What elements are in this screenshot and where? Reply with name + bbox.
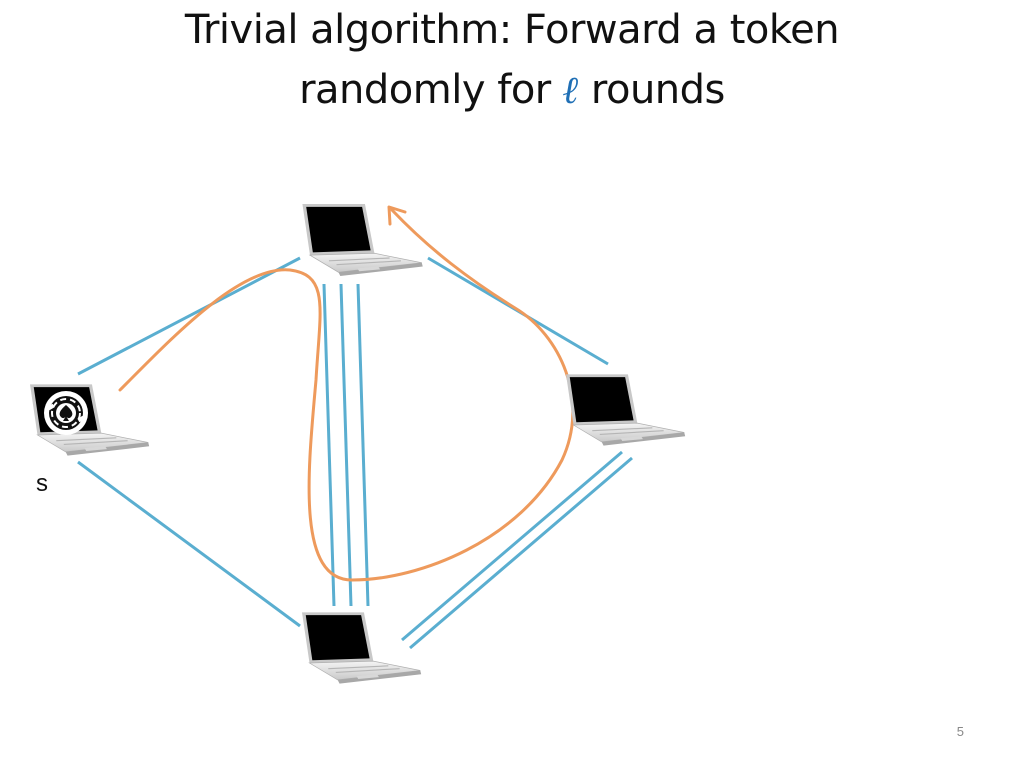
page-number: 5 [956,724,964,739]
title-line-2-post: rounds [578,67,725,113]
edge-left-bottom [77,460,301,628]
source-label: s [36,470,48,497]
network-edges [77,256,633,650]
slide-title: Trivial algorithm: Forward a token rando… [0,0,1024,120]
edge-top-bottom-2 [339,283,353,607]
token-path [118,208,575,582]
edge-left-top [77,256,301,376]
title-line-2: randomly for ℓ rounds [0,60,1024,120]
edge-right-bottom-2 [409,456,633,650]
edge-top-bottom-3 [356,283,370,607]
laptop-with-poker-chip-icon [30,384,150,456]
edge-top-bottom-1 [322,283,336,607]
laptop-icon-right [566,374,686,446]
laptop-icon-bottom [302,612,422,684]
arrowhead-icon [387,205,407,226]
title-line-1: Trivial algorithm: Forward a token [184,7,840,53]
poker-chip-icon [44,391,88,435]
ell-symbol: ℓ [562,67,579,112]
edge-right-bottom-1 [401,450,623,642]
title-line-2-pre: randomly for [299,67,563,113]
laptop-icon-top [302,204,424,276]
